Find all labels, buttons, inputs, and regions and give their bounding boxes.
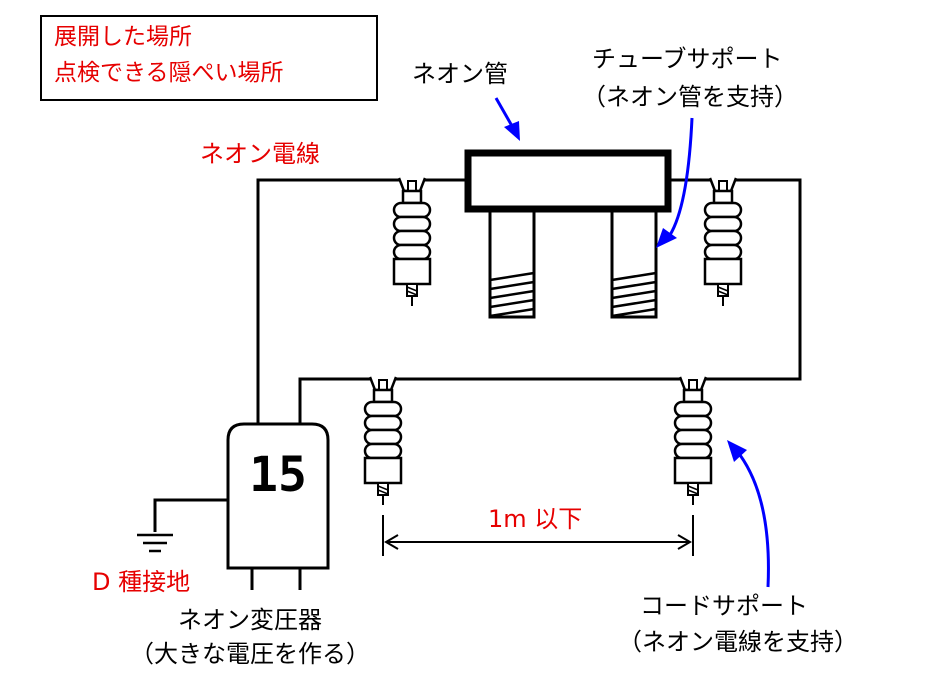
transformer-label-line-1: ネオン変圧器 [178,606,322,634]
neon-transformer: 15 [226,422,330,570]
cord-support-arrowhead [727,440,747,462]
tube-support-label-line-1: チューブサポート [592,45,783,73]
neon-wire-label: ネオン電線 [200,140,320,168]
cord-support-arrow [738,454,770,588]
neon-tube [464,149,672,319]
tube-support-arrow [668,117,694,236]
neon-tube-label: ネオン管 [412,60,508,88]
cord-support-label-line-2: （ネオン電線を支持） [618,628,858,656]
tube-support-label-line-2: （ネオン管を支持） [582,83,798,111]
cord-support-label-line-1: コードサポート [640,592,808,620]
transformer-label-line-2: （大きな電圧を作る） [130,640,370,668]
location-line-2: 点検できる隠ぺい場所 [54,60,284,86]
location-legend [40,15,378,101]
neon-tube-arrow [494,97,514,127]
location-line-1: 展開した場所 [54,24,192,50]
neon-wire-loop [153,178,802,590]
transformer-rating: 15 [249,447,307,503]
spacing-dimension [382,515,694,556]
tube-support-right [703,176,743,308]
cord-support-right [673,375,713,507]
ground-symbol [137,533,173,553]
tube-support-left [392,176,432,308]
ground-label: D 種接地 [92,568,191,596]
callout-arrows [494,97,770,588]
neon-tube-arrowhead [504,121,520,141]
spacing-label: 1m 以下 [488,505,583,533]
tube-support-arrowhead [656,228,677,248]
cord-support-left [363,375,403,507]
